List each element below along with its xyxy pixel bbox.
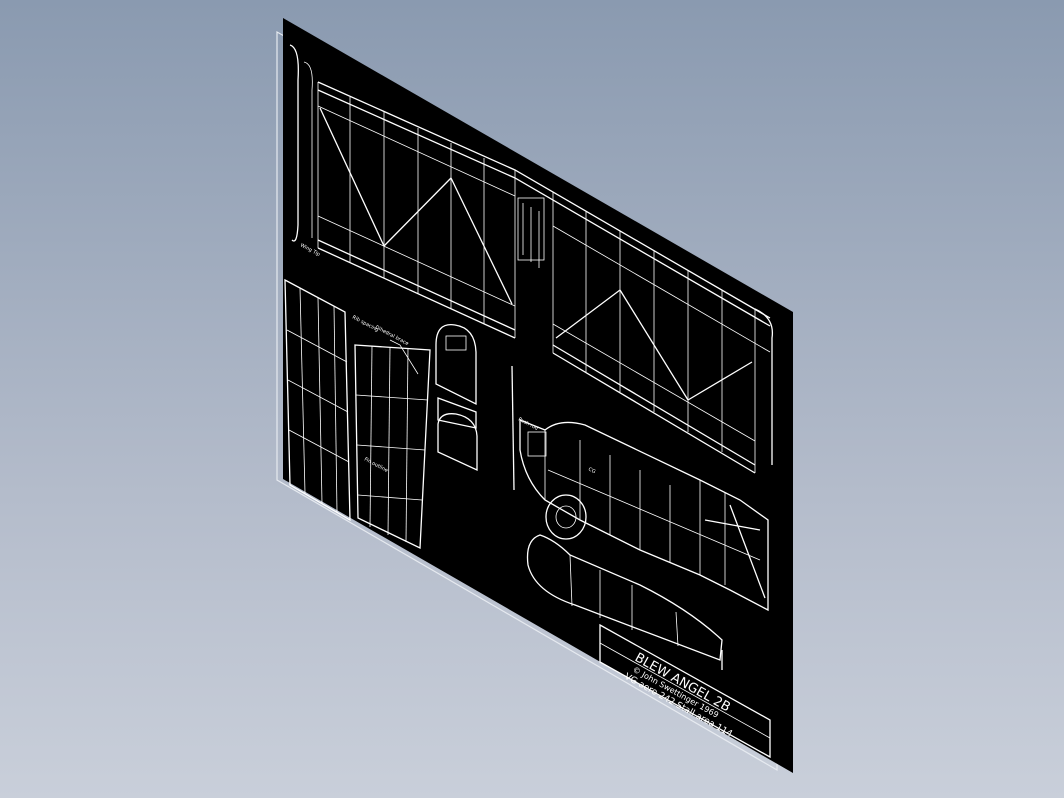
plan-sheet [283, 18, 793, 773]
fuselage-bottom-profile [526, 534, 723, 670]
fuselage-side [519, 419, 769, 612]
fin-parts [435, 324, 515, 491]
stabilizer-panels [284, 278, 431, 550]
cg-note: CG [587, 466, 596, 475]
wing-panel [289, 44, 774, 474]
